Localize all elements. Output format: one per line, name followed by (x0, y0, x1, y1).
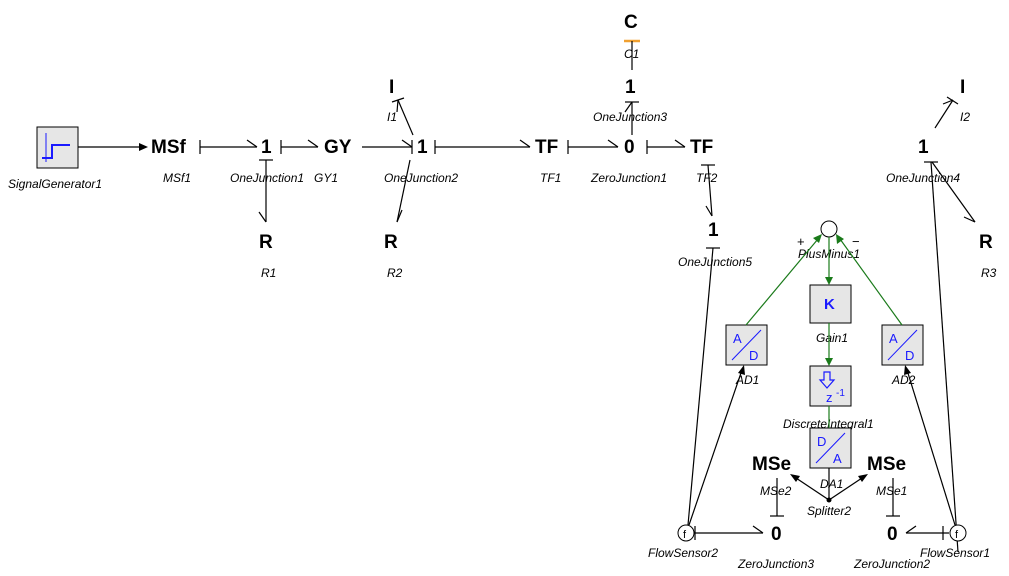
zero-junction1-label: ZeroJunction1 (590, 171, 667, 185)
r2-element[interactable]: R (384, 232, 398, 253)
one-junction5-element[interactable]: 1 (708, 220, 719, 241)
da-d-symbol: D (817, 434, 826, 449)
signal-generator-label: SignalGenerator1 (8, 177, 102, 191)
gain-block[interactable]: K (809, 284, 852, 324)
tf1-element[interactable]: TF (535, 137, 558, 158)
tf2-element[interactable]: TF (690, 137, 713, 158)
r1-element[interactable]: R (259, 232, 273, 253)
r1-label: R1 (261, 266, 276, 280)
control-signal-lines (745, 234, 903, 428)
gain1-label: Gain1 (816, 331, 848, 345)
one-junction1-element[interactable]: 1 (261, 137, 272, 158)
bond-one1-r1 (258, 159, 273, 223)
bond-gy-one2 (362, 139, 413, 154)
plus-minus-node[interactable] (820, 220, 838, 238)
signal-splitter-outputs (790, 474, 868, 501)
mse1-element[interactable]: MSe (867, 454, 906, 475)
one-junction1-label: OneJunction1 (230, 171, 304, 185)
bond-flowsensor2-one5 (687, 247, 720, 526)
msf1-label: MSf1 (163, 171, 191, 185)
signal-flowsensor1-ad2 (904, 365, 956, 526)
discrete-integral-block[interactable]: z -1 (809, 365, 852, 407)
bond-zero1-one3 (624, 101, 639, 135)
bond-flowsensor1-one4 (924, 161, 959, 553)
one-junction5-label: OneJunction5 (678, 255, 752, 269)
zero-junction2-label: ZeroJunction2 (853, 557, 930, 571)
z-exponent: -1 (836, 388, 845, 399)
arrowhead (139, 143, 148, 151)
i1-element[interactable]: I (389, 77, 394, 98)
da1-label: DA1 (820, 477, 843, 491)
gain-symbol: K (824, 296, 835, 313)
flow-sensor2[interactable]: f (677, 524, 695, 542)
flow-sensor1-label: FlowSensor1 (920, 546, 990, 560)
c-element[interactable]: C (624, 12, 638, 33)
bond-mse2-zero3 (770, 478, 784, 517)
gy-element[interactable]: GY (324, 137, 352, 158)
zero-junction3-label: ZeroJunction3 (737, 557, 814, 571)
one-junction4-label: OneJunction4 (886, 171, 960, 185)
bond-tf2-one5 (701, 164, 715, 217)
z-symbol: z (826, 390, 833, 405)
splitter2-label: Splitter2 (807, 504, 851, 518)
r2-label: R2 (387, 266, 403, 280)
flow-sensor2-symbol: f (683, 529, 687, 541)
bond-flowsensor2-zero3 (694, 525, 764, 540)
bond-mse1-zero2 (886, 478, 900, 517)
ad1-block[interactable]: A D (725, 324, 768, 366)
i2-label: I2 (960, 110, 970, 124)
mse1-label: MSe1 (876, 484, 907, 498)
gy1-label: GY1 (314, 171, 338, 185)
minus-sign: − (852, 234, 860, 249)
ad1-d-symbol: D (749, 348, 758, 363)
one-junction2-element[interactable]: 1 (417, 137, 428, 158)
tf2-label: TF2 (696, 171, 718, 185)
zero-junction3-element[interactable]: 0 (771, 524, 782, 545)
flow-sensor1-symbol: f (955, 529, 959, 541)
zero-junction1-element[interactable]: 0 (624, 137, 635, 158)
plus-sign: + (797, 234, 805, 249)
bond-one2-r2 (396, 159, 411, 223)
zero-junction2-element[interactable]: 0 (887, 524, 898, 545)
ad1-label: AD1 (735, 373, 759, 387)
ad1-a-symbol: A (733, 331, 742, 346)
bond-one2-tf1 (434, 139, 531, 154)
r3-element[interactable]: R (979, 232, 993, 253)
i1-label: I1 (387, 110, 397, 124)
one-junction2-label: OneJunction2 (384, 171, 458, 185)
ad2-a-symbol: A (889, 331, 898, 346)
one-junction4-element[interactable]: 1 (918, 137, 929, 158)
one-junction3-element[interactable]: 1 (625, 77, 636, 98)
bond-one1-gy (280, 139, 319, 154)
bond-tf1-zero1 (567, 139, 619, 154)
i2-element[interactable]: I (960, 77, 965, 98)
da-a-symbol: A (833, 451, 842, 466)
bond-zero1-tf2 (646, 139, 686, 154)
signal-flowsensor2-ad1 (688, 365, 745, 526)
one-junction3-label: OneJunction3 (593, 110, 667, 124)
bond-flowsensor1-zero2 (905, 525, 949, 540)
bond-one4-i2 (934, 96, 959, 129)
msf-element[interactable]: MSf (151, 137, 187, 158)
tf1-label: TF1 (540, 171, 561, 185)
mse2-label: MSe2 (760, 484, 792, 498)
r3-label: R3 (981, 266, 997, 280)
bond-msf-one1 (199, 139, 258, 154)
flow-sensor2-label: FlowSensor2 (648, 546, 718, 560)
mse2-element[interactable]: MSe (752, 454, 791, 475)
ad2-d-symbol: D (905, 348, 914, 363)
bond-one4-r3 (931, 161, 976, 223)
da-block[interactable]: D A (809, 427, 852, 469)
flow-sensor1[interactable]: f (949, 524, 967, 542)
signal-generator-block[interactable] (36, 126, 79, 169)
bond-one2-i1 (391, 97, 414, 136)
ad2-block[interactable]: A D (881, 324, 924, 366)
